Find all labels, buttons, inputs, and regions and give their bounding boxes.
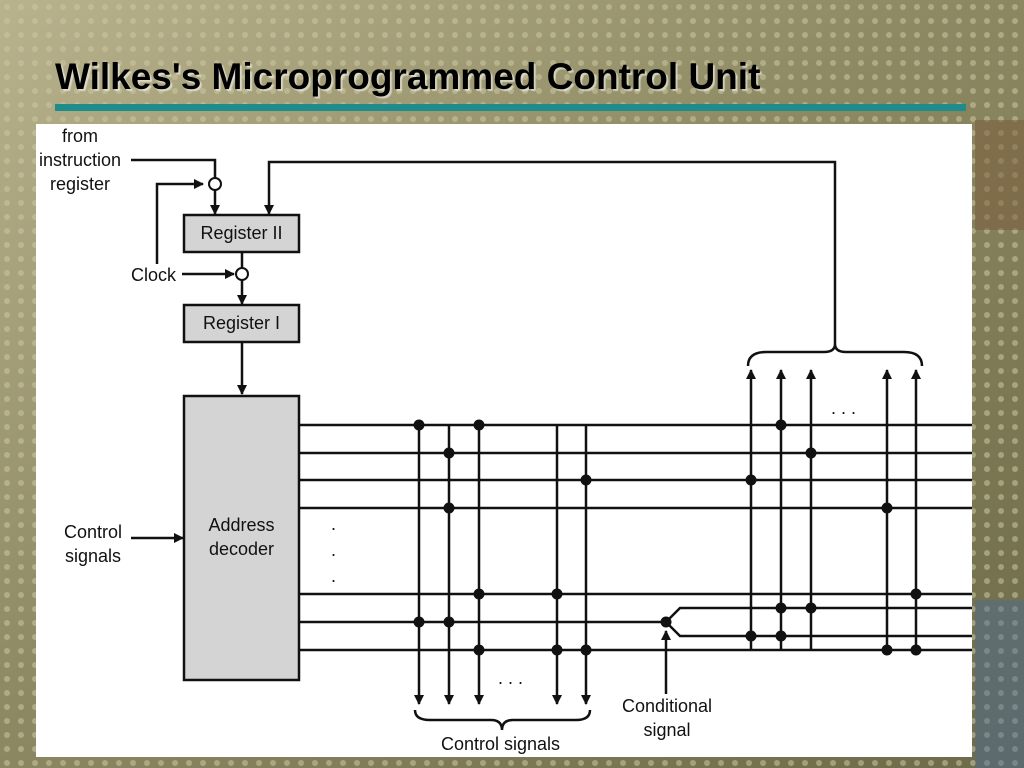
matrix-junction — [443, 616, 455, 628]
control-brace — [413, 709, 592, 731]
matrix-junction — [881, 502, 893, 514]
vertical-ellipsis-dot: . — [331, 514, 337, 534]
address-decoder-label-line2: decoder — [208, 539, 275, 559]
matrix-junction — [473, 644, 485, 656]
control-input-label-line2: signals — [64, 546, 122, 566]
matrix-junction — [805, 447, 817, 459]
matrix-junction — [551, 644, 563, 656]
matrix-junction — [745, 630, 757, 642]
clock-label: Clock — [131, 265, 177, 285]
matrix-junction — [443, 447, 455, 459]
matrix-junction — [473, 419, 485, 431]
slide-title: Wilkes's Microprogrammed Control Unit — [55, 56, 761, 97]
address-brace — [746, 343, 924, 367]
conditional-signal-label: Conditional signal — [611, 694, 723, 742]
diagram-panel: from instruction register Clock Register… — [36, 124, 972, 757]
register-2-box — [182, 213, 301, 254]
register-2-label: Register II — [200, 223, 283, 243]
matrix-junction — [775, 602, 787, 614]
upper-gate — [208, 177, 222, 191]
vertical-ellipsis-dot: . — [331, 540, 337, 560]
matrix-junction — [910, 588, 922, 600]
address-columns-ellipsis: . . . — [831, 398, 857, 418]
register-1-box — [182, 303, 301, 344]
matrix-junction — [443, 502, 455, 514]
clock-feed-line — [155, 179, 204, 264]
conditional-signal-label-line1: Conditional — [621, 696, 713, 716]
conditional-junction — [660, 616, 672, 628]
title-underline — [55, 104, 966, 111]
instruction-input-label-line2: instruction — [38, 150, 122, 170]
matrix-junction — [413, 616, 425, 628]
matrix-junction — [580, 474, 592, 486]
instruction-input-line — [131, 158, 217, 182]
matrix-junction — [910, 644, 922, 656]
address-decoder-label-line1: Address — [208, 515, 275, 535]
address-decoder-box — [182, 394, 301, 682]
matrix-junction — [881, 644, 893, 656]
control-input-label-line1: Control — [63, 522, 123, 542]
matrix-junction — [413, 419, 425, 431]
vertical-ellipsis-dot: . — [331, 566, 337, 586]
instruction-input-label-line3: register — [49, 174, 111, 194]
matrix-junction — [745, 474, 757, 486]
control-input-label: Control signals — [50, 520, 136, 568]
matrix-junction — [473, 588, 485, 600]
address-decoder-label: Address decoder — [184, 513, 299, 561]
conditional-branch-upper — [665, 606, 972, 623]
control-signals-output-label: Control signals — [441, 734, 561, 754]
matrix-junction — [775, 630, 787, 642]
conditional-branch-lower — [665, 621, 972, 638]
control-columns-ellipsis: . . . — [498, 668, 524, 688]
feedback-line — [264, 160, 837, 344]
matrix-junction — [805, 602, 817, 614]
matrix-junction — [580, 644, 592, 656]
matrix-junction — [775, 419, 787, 431]
matrix-junction — [551, 588, 563, 600]
register-1-label: Register I — [202, 313, 281, 333]
conditional-signal-label-line2: signal — [643, 720, 691, 740]
wilkes-diagram — [131, 158, 972, 731]
lower-gate — [235, 267, 249, 281]
instruction-input-label: from instruction register — [36, 124, 124, 196]
instruction-input-label-line1: from — [62, 126, 98, 146]
